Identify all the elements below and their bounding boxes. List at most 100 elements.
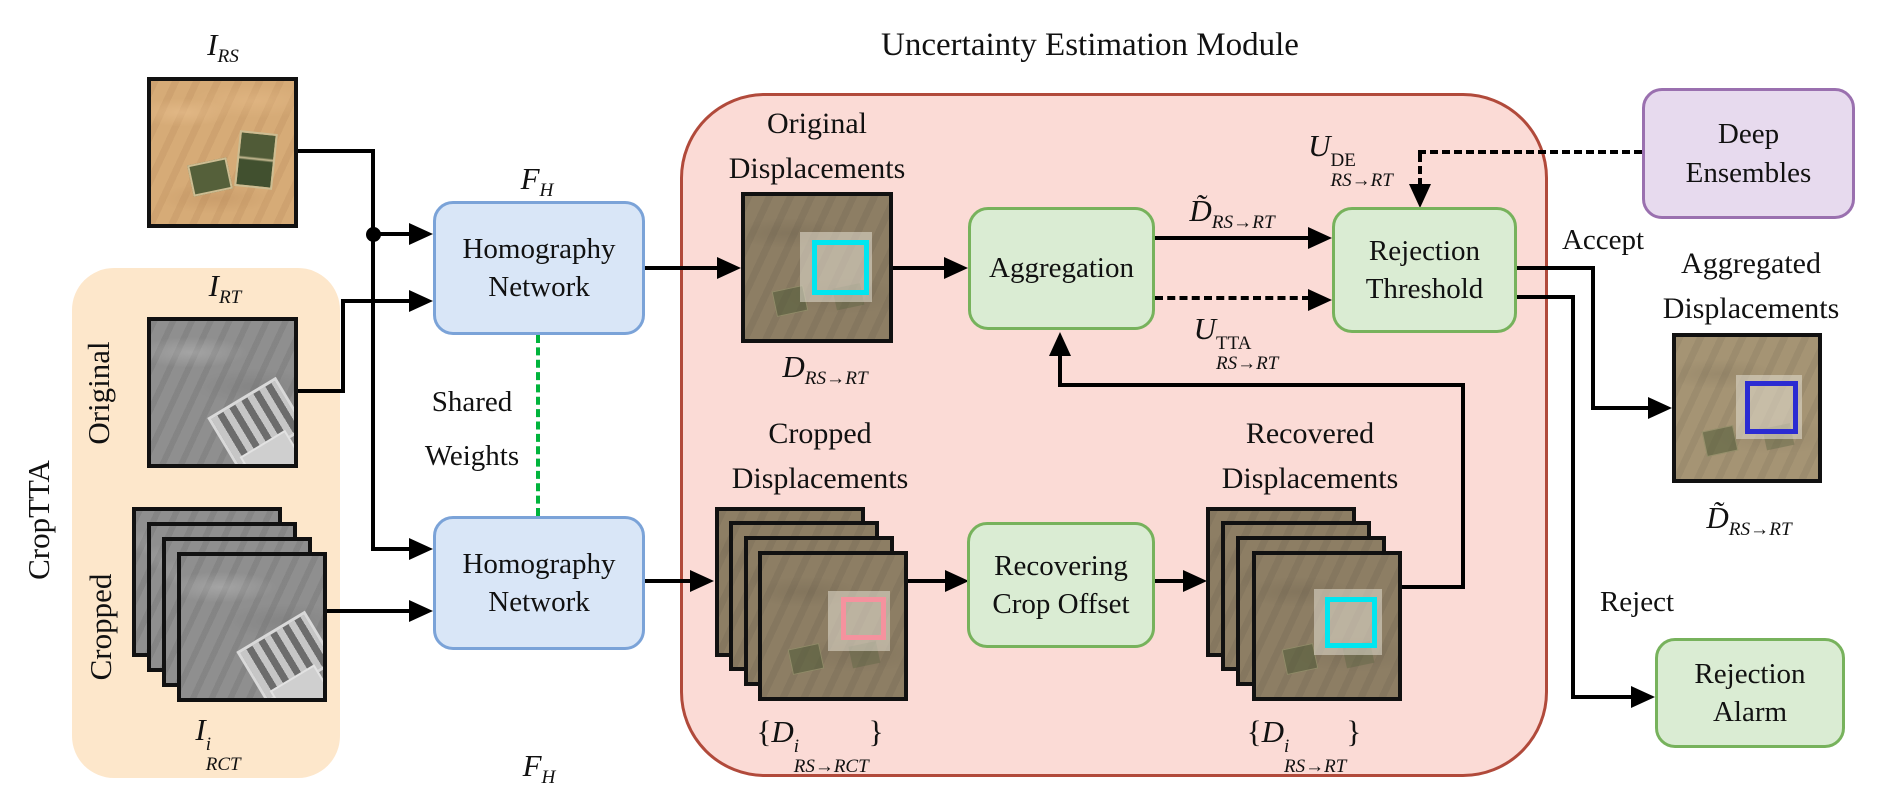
recovered-disp-line2: Displacements <box>1221 462 1399 495</box>
connector-aggregation-dtilde <box>1155 236 1310 240</box>
connector-cropdisp-out <box>908 579 947 583</box>
arrowhead-threshold-in1 <box>1308 227 1332 249</box>
deep-ensembles-line1: Deep <box>1717 118 1780 151</box>
connector-reject-v <box>1571 295 1575 699</box>
connector-to-network1-input2 <box>341 299 411 303</box>
rejection-alarm-box: Rejection Alarm <box>1655 638 1845 748</box>
connector-feedback-h1 <box>1402 585 1465 589</box>
arrowhead-cropdisp-in <box>690 570 714 592</box>
connector-accept-v <box>1591 266 1595 410</box>
figure-title: Uncertainty Estimation Module <box>881 27 1299 63</box>
connector-de-dashed-h <box>1418 150 1642 154</box>
fh-label-bottom: FH <box>522 748 556 789</box>
arrowhead-threshold-in2 <box>1308 289 1332 311</box>
rejection-threshold-line1: Rejection <box>1368 234 1481 267</box>
recovering-line2: Crop Offset <box>992 588 1130 620</box>
aggregated-disp-line1: Aggregated <box>1681 247 1821 280</box>
connector-reject-h2 <box>1571 695 1635 699</box>
shared-weights-line2: Weights <box>424 439 520 472</box>
connector-feedback-up <box>1058 354 1062 387</box>
cyan-frame <box>1325 597 1377 648</box>
arrowhead-origdisp-in <box>717 257 741 279</box>
original-disp-line2: Displacements <box>728 152 906 185</box>
cyan-frame <box>812 240 869 295</box>
deep-ensembles-line2: Ensembles <box>1685 156 1812 189</box>
shared-weights-dash <box>536 335 540 516</box>
d-tilde-right-label: D̃RS→RT <box>1706 500 1792 541</box>
arrowhead-recovering-in <box>945 570 969 592</box>
deep-ensembles-box: Deep Ensembles <box>1642 88 1855 219</box>
arrowhead-aggregation-bottom <box>1049 332 1071 356</box>
cropped-input-stack-image <box>177 552 327 702</box>
cropped-disp-stack-image <box>758 551 908 701</box>
fh-label-top: FH <box>520 161 554 202</box>
homography-bottom-line2: Network <box>488 586 590 618</box>
satellite-image-irs <box>147 77 298 228</box>
connector-trunk-down <box>371 234 375 551</box>
d-rs-rt-label: DRS→RT <box>782 349 868 390</box>
homography-top-line1: Homography <box>462 232 616 265</box>
connector-to-network1-input1 <box>373 232 411 236</box>
homography-top-line2: Network <box>488 271 590 303</box>
arrowhead-network1-input2 <box>409 290 433 312</box>
blue-frame <box>1745 381 1798 434</box>
arrowhead-aggdisp-in <box>1648 397 1672 419</box>
aggregated-disp-line2: Displacements <box>1662 292 1840 325</box>
connector-to-network2-input1 <box>371 547 411 551</box>
pink-frame <box>841 597 886 640</box>
cropped-displacements-caption: Cropped Displacements <box>700 411 940 501</box>
connector-origdisp-out <box>893 266 946 270</box>
reject-label: Reject <box>1599 586 1675 618</box>
connector-cropstack-to-network2 <box>327 609 411 613</box>
shared-weights-label: Shared Weights <box>382 376 562 483</box>
cropped-disp-line2: Displacements <box>731 462 909 495</box>
arrowhead-threshold-top <box>1409 184 1431 208</box>
accept-label: Accept <box>1561 224 1645 256</box>
croptta-group-label: CropTTA <box>21 460 56 580</box>
aggregated-displacement-image <box>1672 333 1822 483</box>
original-disp-line1: Original <box>767 107 867 140</box>
rejection-threshold-line2: Threshold <box>1365 273 1484 305</box>
arrowhead-alarm-in <box>1631 686 1655 708</box>
satellite-image-irt <box>147 317 298 468</box>
connector-de-dashed-v <box>1418 154 1422 186</box>
connector-irs-horizontal <box>298 149 375 153</box>
aggregation-label: Aggregation <box>989 252 1134 285</box>
arrowhead-aggregation-in <box>944 257 968 279</box>
recovered-disp-line1: Recovered <box>1245 417 1375 450</box>
arrowhead-network1-input1 <box>409 223 433 245</box>
connector-utta-dashed <box>1155 296 1310 300</box>
arrowhead-recovered-in <box>1183 570 1207 592</box>
cropped-disp-line1: Cropped <box>768 417 872 450</box>
arrowhead-network2-input1 <box>409 538 433 560</box>
i-rs-label: IRS <box>207 27 239 68</box>
row-label-original: Original <box>81 341 116 445</box>
homography-network-box-bottom: Homography Network <box>433 516 645 650</box>
recovering-crop-offset-box: Recovering Crop Offset <box>967 522 1155 648</box>
recovered-disp-stack-image <box>1252 551 1402 701</box>
recovering-line1: Recovering <box>994 549 1128 582</box>
rejection-alarm-line2: Alarm <box>1712 696 1788 728</box>
connector-reject-h1 <box>1517 295 1575 299</box>
recovered-displacements-caption: Recovered Displacements <box>1190 411 1430 501</box>
rejection-alarm-line1: Rejection <box>1694 657 1806 690</box>
rejection-threshold-box: Rejection Threshold <box>1332 207 1517 333</box>
homography-bottom-line1: Homography <box>462 547 616 580</box>
connector-irt-horizontal <box>298 389 345 393</box>
connector-irt-up <box>341 299 345 391</box>
connector-recovering-out <box>1155 579 1185 583</box>
original-displacements-caption: Original Displacements <box>697 101 937 191</box>
aggregation-box: Aggregation <box>968 207 1155 330</box>
connector-feedback-v <box>1461 383 1465 589</box>
connector-network2-out <box>645 579 692 583</box>
arrowhead-network2-input2 <box>409 600 433 622</box>
connector-network1-out <box>645 266 719 270</box>
shared-weights-line1: Shared <box>431 386 513 418</box>
row-label-cropped: Cropped <box>83 573 118 681</box>
